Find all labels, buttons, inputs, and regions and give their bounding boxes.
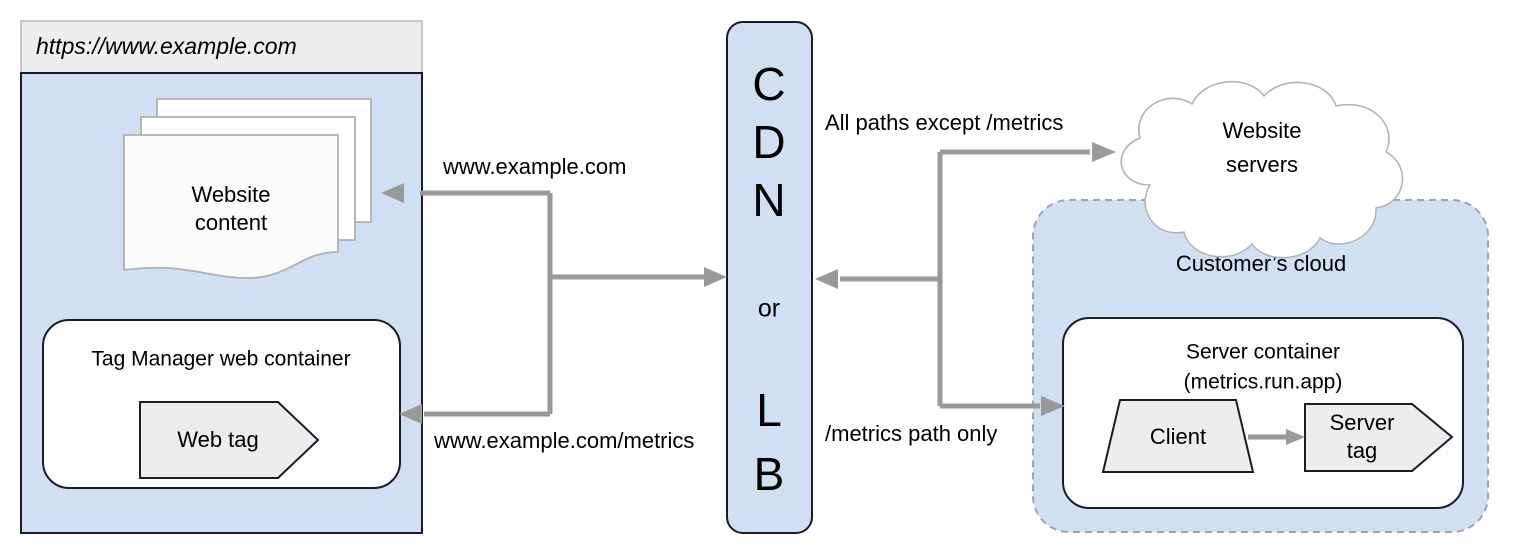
arrowhead-cdn-right [815,269,838,289]
server-tag-label-line2: tag [1347,438,1378,463]
cdn-lb-separator: or [758,295,780,323]
connector-label-all-paths-except-metrics: All paths except /metrics [825,110,1063,135]
lb-letter-b: B [754,448,785,500]
website-content-stack: Website content [123,98,372,279]
cdn-letter-n: N [752,174,785,226]
web-tag-label: Web tag [177,427,259,452]
arrowhead-website-content [381,183,404,203]
arrowhead-website-servers [1092,142,1116,162]
browser-url-text: https://www.example.com [36,33,297,59]
server-container-label-line2: (metrics.run.app) [1184,371,1343,394]
cdn-or-lb-node: C D N or L B [726,21,813,534]
server-container: Server container (metrics.run.app) Clien… [1062,317,1464,509]
cdn-lb-box [726,21,813,534]
website-content-label-line1: Website [191,182,270,207]
client-shape [1101,399,1255,473]
arrowhead-server-container [1041,396,1065,416]
cdn-letter-d: D [752,116,785,168]
cdn-letter-c: C [752,58,785,110]
document-page-front [123,134,339,279]
web-container-label: Tag Manager web container [91,348,350,371]
website-servers-cloud-overlay: Website servers [1120,80,1404,259]
client-to-server-tag-arrowhead [1286,429,1305,445]
connector-label-metrics-path-only: /metrics path only [825,421,997,446]
connector-label-www-example-com: www.example.com [442,154,626,179]
client-label: Client [1150,424,1206,449]
arrowhead-web-container [399,404,422,424]
website-servers-label-line2-overlay: servers [1226,152,1298,177]
server-tag-label-line1: Server [1330,410,1395,435]
server-tag-shape [1304,403,1454,472]
client-to-server-tag-arrow [1248,429,1305,445]
arrowhead-cdn-left [704,267,727,287]
web-tag-shape [139,401,320,479]
connector-label-www-example-com-metrics: www.example.com/metrics [433,428,694,453]
server-container-label-line1: Server container [1186,341,1340,364]
website-content-label-line2: content [195,210,267,235]
lb-letter-l: L [756,384,782,436]
connector-browser-cdn: www.example.com www.example.com/metrics [381,154,727,453]
tag-manager-web-container: Tag Manager web container Web tag [42,319,401,489]
cloud-shape-overlay [1120,80,1404,259]
customers-cloud-label: Customer’s cloud [1176,251,1346,276]
connector-cdn-right: All paths except /metrics /metrics path … [815,110,1116,446]
browser-url-bar[interactable] [20,20,423,74]
website-servers-label-line1-overlay: Website [1222,118,1301,143]
